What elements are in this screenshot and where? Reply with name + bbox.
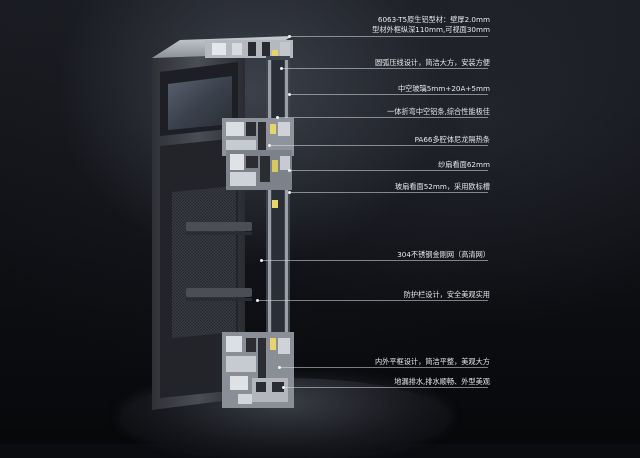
leader-dot (278, 366, 281, 369)
leader-dot (276, 116, 279, 119)
leader-dot (288, 35, 291, 38)
window-section-illustration (152, 36, 294, 410)
callout-profile-line-1: 6063-T5原生铝型材：壁厚2.0mm (377, 15, 490, 24)
callout-profile: 6063-T5原生铝型材：壁厚2.0mm 型材外框纵深110mm,可视面30mm (372, 15, 490, 35)
callout-drain: 地漏排水,排水顺畅、外型美观 (394, 377, 490, 387)
leader-pa66 (270, 145, 488, 146)
callout-glass-sash: 玻扇看面52mm，采用欧标槽 (395, 182, 490, 192)
callout-glass-text: 中空玻璃5mm+20A+5mm (397, 84, 490, 93)
callout-arc-line: 圆弧压线设计，简洁大方，安装方便 (375, 58, 490, 68)
callout-spacer: 一体折弯中空铝条,综合性能极佳 (387, 107, 490, 117)
product-background (0, 0, 640, 444)
leader-dot (256, 299, 259, 302)
leader-dot (260, 259, 263, 262)
mesh-panel (172, 186, 236, 338)
leader-profile (290, 36, 488, 37)
leader-guard (258, 300, 488, 301)
callout-frame-text: 内外平框设计，简洁平整，美观大方 (374, 357, 490, 366)
leader-spacer (278, 117, 488, 118)
leader-mesh (262, 260, 488, 261)
callout-screen-sash: 纱扇看面62mm (438, 160, 490, 170)
callout-glass-sash-text: 玻扇看面52mm，采用欧标槽 (394, 182, 490, 191)
callout-pa66-text: PA66多腔体尼龙隔热条 (414, 135, 490, 144)
leader-dot (288, 169, 291, 172)
callout-profile-line-2: 型材外框纵深110mm,可视面30mm (372, 25, 490, 34)
leader-frame (280, 367, 488, 368)
callout-mesh: 304不锈钢金刚网（高清网） (397, 250, 490, 260)
leader-dot (282, 386, 285, 389)
callout-drain-text: 地漏排水,排水顺畅、外型美观 (394, 377, 490, 386)
callout-glass: 中空玻璃5mm+20A+5mm (398, 84, 490, 94)
leader-dot (288, 191, 291, 194)
leader-screen-sash (290, 170, 488, 171)
leader-arc-line (282, 68, 488, 69)
callout-guard: 防护栏设计，安全美观实用 (404, 290, 490, 300)
callout-mesh-text: 304不锈钢金刚网（高清网） (397, 250, 490, 259)
leader-dot (280, 67, 283, 70)
leader-glass-sash (290, 192, 488, 193)
callout-arc-line-text: 圆弧压线设计，简洁大方，安装方便 (374, 58, 490, 67)
leader-drain (284, 387, 488, 388)
callout-spacer-text: 一体折弯中空铝条,综合性能极佳 (387, 107, 490, 116)
callout-screen-sash-text: 纱扇看面62mm (438, 160, 490, 169)
leader-glass (290, 94, 488, 95)
callout-pa66: PA66多腔体尼龙隔热条 (415, 135, 490, 145)
leader-dot (288, 93, 291, 96)
leader-dot (268, 144, 271, 147)
callout-guard-text: 防护栏设计，安全美观实用 (403, 290, 490, 299)
callout-frame: 内外平框设计，简洁平整，美观大方 (375, 357, 490, 367)
